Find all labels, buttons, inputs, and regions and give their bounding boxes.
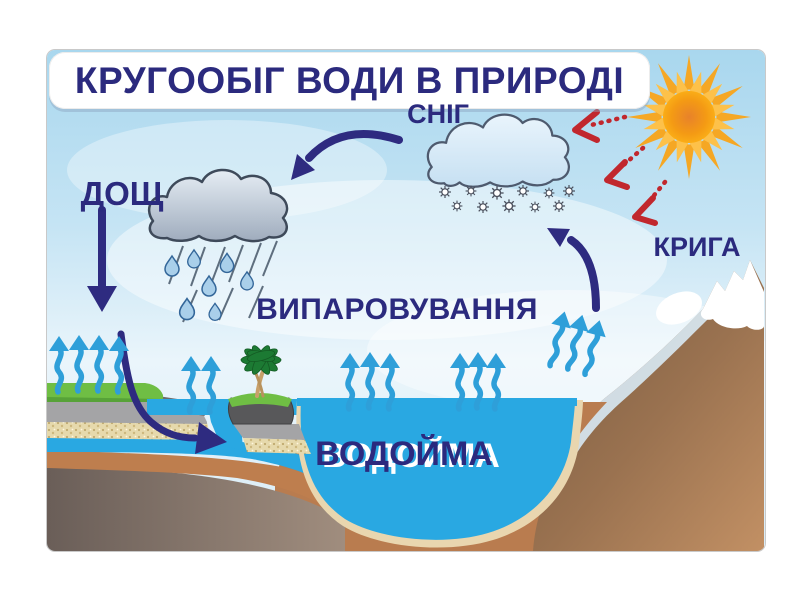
label-snow: СНІГ xyxy=(407,99,469,129)
lake-water xyxy=(300,400,575,540)
sunbeam-arrow-3 xyxy=(632,179,668,226)
arrow-rain-down xyxy=(87,206,117,312)
terrain-cross-section xyxy=(47,345,607,551)
arrow-evaporation-to-snow xyxy=(547,228,600,312)
sunbeam-arrow-2 xyxy=(604,145,646,190)
label-rain: ДОЩ xyxy=(80,175,164,212)
palm-tree-icon xyxy=(240,345,282,398)
arrow-infiltration xyxy=(117,330,227,454)
ice-slope xyxy=(549,309,711,478)
sun-icon xyxy=(627,55,751,179)
mountain-icon xyxy=(524,260,764,551)
water-cycle-poster: КРУГООБІГ ВОДИ В ПРИРОДІ СНІГ ДОЩ ВИПАРО… xyxy=(47,50,765,551)
rain-cloud-icon xyxy=(147,168,289,323)
snow-cap-icon xyxy=(700,260,764,330)
label-ice: КРИГА xyxy=(653,232,741,262)
island xyxy=(227,393,295,425)
arrow-snow-to-rain xyxy=(291,130,403,180)
page-title: КРУГООБІГ ВОДИ В ПРИРОДІ xyxy=(74,59,625,101)
poster-artwork xyxy=(47,55,765,551)
sunbeam-arrow-icon xyxy=(572,109,668,226)
label-reservoir: ВОДОЙМА xyxy=(315,435,493,473)
label-evaporation: ВИПАРОВУВАННЯ xyxy=(256,293,538,326)
flow-arrow-icon xyxy=(87,130,600,454)
sunbeam-arrow-1 xyxy=(572,109,628,143)
snow-cloud-icon xyxy=(426,113,570,188)
poster-title-banner: КРУГООБІГ ВОДИ В ПРИРОДІ xyxy=(49,52,650,109)
